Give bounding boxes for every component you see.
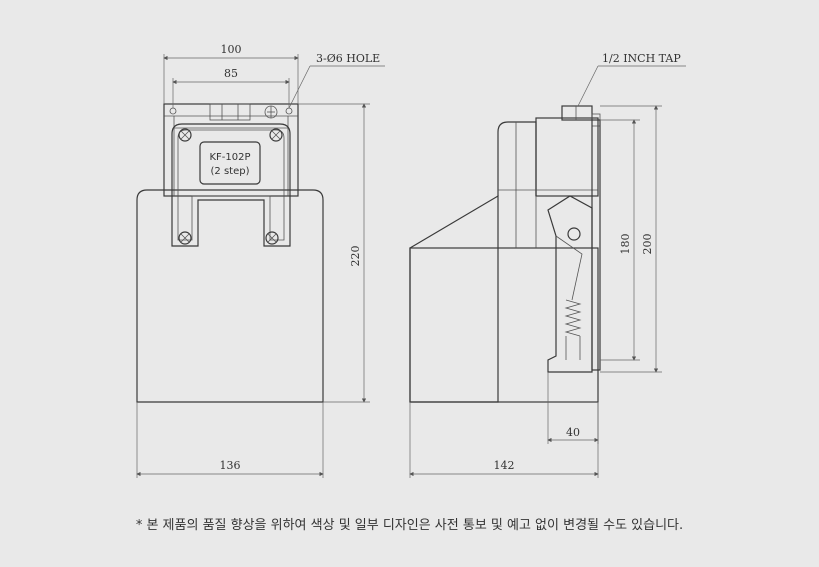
dim-width-bottom: 136 — [220, 459, 241, 472]
mount-hole — [285, 107, 293, 115]
side-view: 1/2 INCH TAP 180 200 40 142 — [409, 52, 686, 478]
dim-height-inner: 180 — [619, 234, 632, 255]
tap-callout: 1/2 INCH TAP — [602, 52, 681, 65]
screw-icon — [265, 231, 279, 245]
side-base — [409, 247, 599, 403]
dim-width-top-outer: 100 — [221, 43, 242, 56]
screw-icon — [269, 128, 283, 142]
mount-hole — [169, 107, 177, 115]
side-upper-housing — [535, 117, 599, 197]
model-label-plate — [199, 141, 261, 185]
dim-height-outer: 200 — [641, 234, 654, 255]
cover-plate — [171, 123, 291, 247]
dim-width-top-inner: 85 — [224, 67, 238, 80]
tap-fitting — [561, 105, 593, 121]
screw-icon — [178, 128, 192, 142]
mounting-bracket — [163, 103, 299, 197]
footnote: * 본 제품의 품질 향상을 위하여 색상 및 일부 디자인은 사전 통보 및 … — [135, 518, 684, 533]
spring-icon — [564, 299, 582, 337]
pedal-lever — [547, 195, 593, 373]
screw-icon — [178, 231, 192, 245]
dim-height-total: 220 — [349, 246, 362, 267]
rear-plate — [591, 119, 601, 371]
model-sub-label: (2 step) — [211, 166, 250, 177]
hole-callout: 3-Ø6 HOLE — [316, 52, 380, 65]
dim-pedal-offset: 40 — [566, 426, 580, 439]
pedal-body — [136, 189, 324, 403]
front-view: KF-102P (2 step) 100 85 3-Ø6 HOLE 220 13… — [136, 43, 385, 478]
side-upper-left — [497, 121, 537, 196]
side-base-ramp — [409, 194, 499, 403]
model-label: KF-102P — [209, 152, 250, 163]
pivot-icon — [567, 227, 581, 241]
dim-depth-total: 142 — [494, 459, 515, 472]
